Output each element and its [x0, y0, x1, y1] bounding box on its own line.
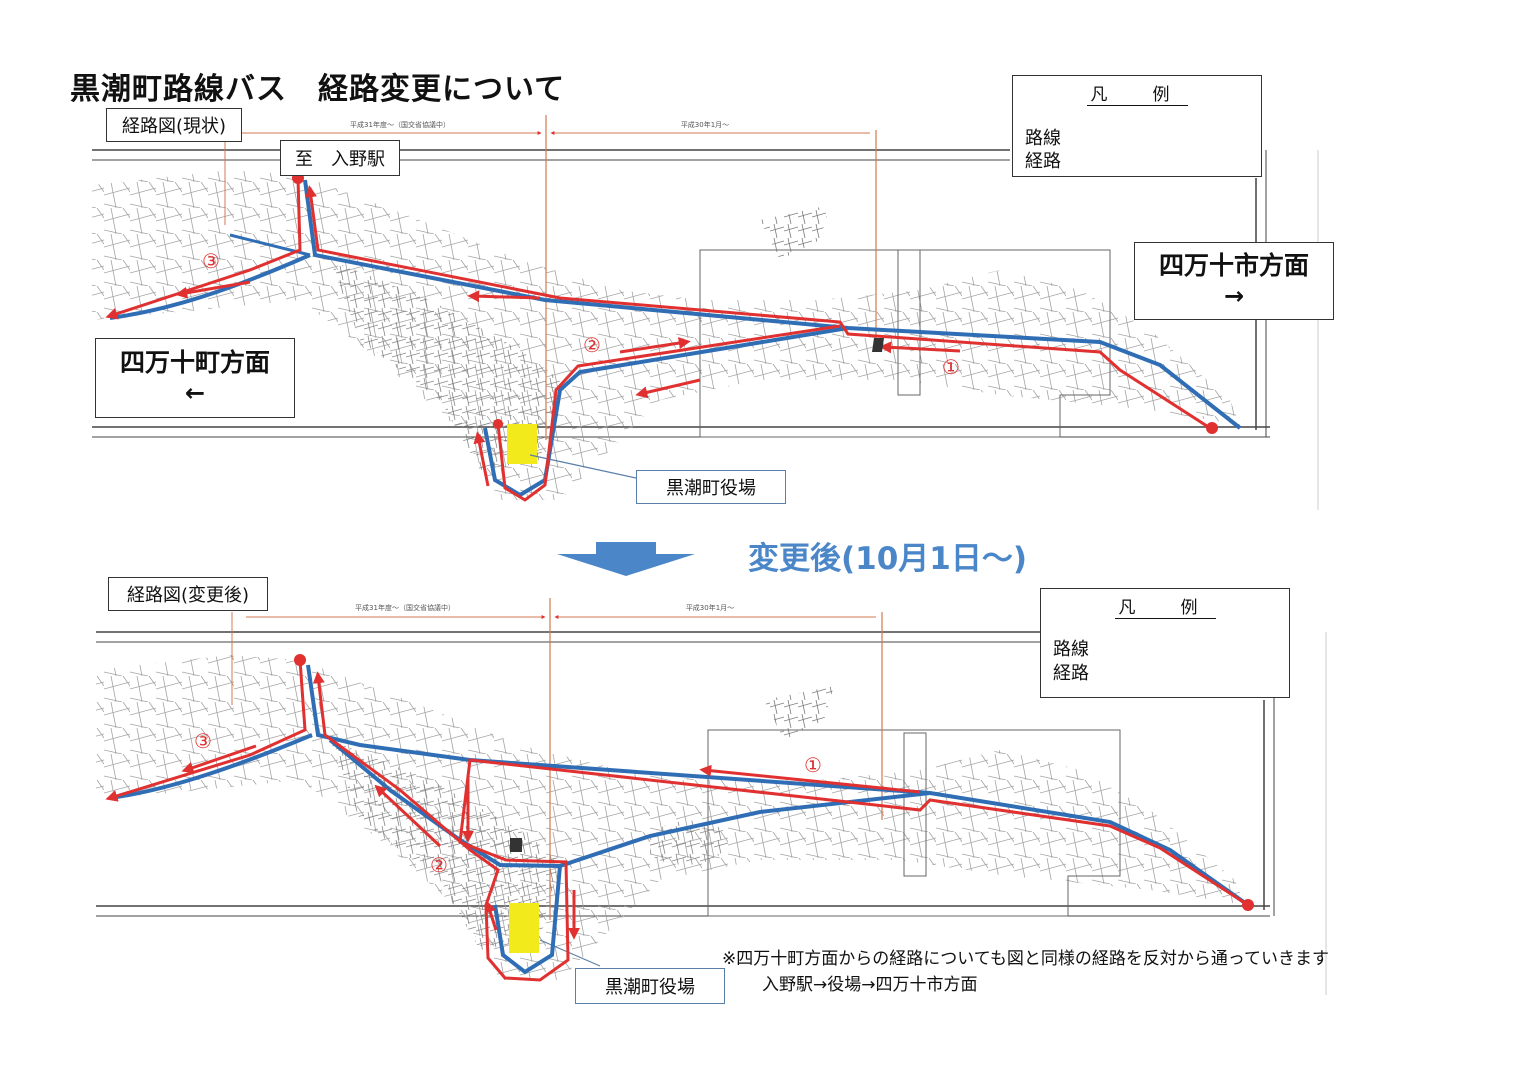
after-town-hall-label: 黒潮町役場 [575, 968, 725, 1004]
east-direction-box: 四万十市方面 → [1134, 242, 1334, 320]
after-panel-label: 経路図(変更後) [108, 577, 268, 611]
after-segment-note-a: 平成31年度～（国交省協議中） [355, 603, 455, 612]
segment-note-b: 平成30年1月～ [681, 120, 729, 129]
change-down-arrow-icon [557, 542, 695, 576]
marker-3: ③ [202, 249, 220, 273]
west-direction-box: 四万十町方面 ← [95, 338, 295, 418]
segment-note-a: 平成31年度～（国交省協議中） [350, 120, 450, 129]
east-direction-label: 四万十市方面 [1158, 251, 1309, 280]
current-route-map: 平成31年度～（国交省協議中） 平成30年1月～ ① ② ③ [92, 115, 1319, 510]
route-note: ※四万十町方面からの経路についても図と同様の経路を反対から通っていきます 入野駅… [722, 946, 1329, 998]
legend-title: 凡 例 [1086, 85, 1188, 106]
town-hall-label: 黒潮町役場 [636, 470, 786, 504]
after-route-map: 平成31年度～（国交省協議中） 平成30年1月～ ① ② ③ [96, 598, 1327, 995]
legend-route-label: 経路 [1025, 151, 1061, 172]
after-marker-3: ③ [194, 729, 212, 753]
left-arrow-icon: ← [184, 379, 206, 407]
after-segment-note-b: 平成30年1月～ [686, 603, 734, 612]
town-hall-marker [507, 424, 537, 464]
legend-current: 凡 例 路線 経路 [1012, 75, 1262, 177]
marker-1: ① [942, 355, 960, 379]
legend-line-label: 路線 [1025, 128, 1061, 149]
marker-2: ② [583, 333, 601, 357]
change-title: 変更後(10月1日～) [748, 541, 1028, 577]
right-arrow-icon: → [1223, 282, 1245, 310]
west-direction-label: 四万十町方面 [119, 348, 270, 377]
note-line-1: ※四万十町方面からの経路についても図と同様の経路を反対から通っていきます [722, 949, 1330, 969]
after-legend-line-label: 路線 [1053, 639, 1089, 660]
page-title: 黒潮町路線バス 経路変更について [70, 72, 566, 107]
current-panel-label: 経路図(現状) [106, 108, 242, 142]
after-legend-title: 凡 例 [1114, 598, 1216, 619]
after-marker-2: ② [430, 853, 448, 877]
after-legend-route-label: 経路 [1053, 663, 1089, 684]
legend-after: 凡 例 路線 経路 [1040, 588, 1290, 698]
after-marker-1: ① [804, 753, 822, 777]
after-town-hall-marker [509, 903, 539, 953]
destination-box: 至 入野駅 [280, 140, 400, 176]
note-line-2: 入野駅→役場→四万十市方面 [762, 975, 978, 995]
